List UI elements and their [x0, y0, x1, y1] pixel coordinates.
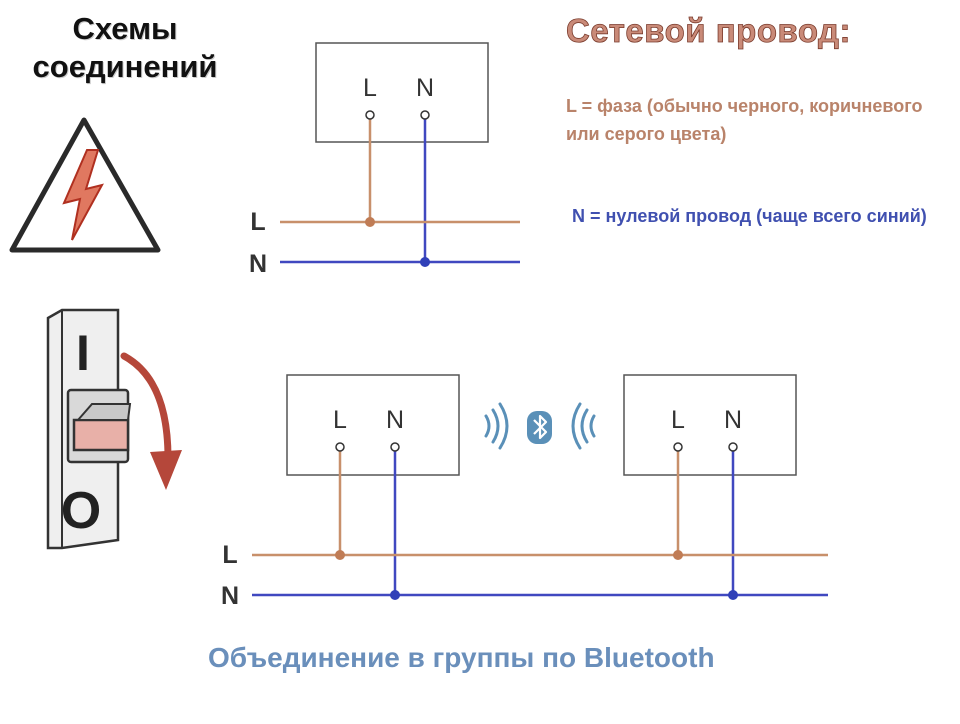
- network-wire-title: Сетевой провод:: [566, 12, 851, 50]
- page-title-line2: соединений: [32, 49, 218, 84]
- br-device-n-label: N: [724, 406, 742, 434]
- bluetooth-group-caption: Объединение в группы по Bluetooth: [208, 642, 715, 673]
- page-title-line1: Схемы: [72, 11, 178, 46]
- circuit-breaker-icon: I O: [46, 308, 132, 550]
- phase-legend: L = фаза (обычно черного, коричневого ил…: [566, 96, 923, 144]
- top-device: L N: [315, 42, 489, 262]
- top-device-n-label: N: [416, 74, 434, 102]
- page-title: Схемы соединений: [0, 10, 250, 86]
- bottom-left-device: L N: [286, 374, 460, 595]
- bottom-bus: L N: [221, 541, 828, 610]
- top-bus-l-label: L: [250, 208, 265, 236]
- bottom-bus-n-label: N: [221, 582, 239, 610]
- top-device-l-label: L: [363, 74, 377, 102]
- bottom-right-device: L N: [623, 374, 797, 595]
- bluetooth-icon: [527, 411, 552, 444]
- wireless-signal-icon: [571, 402, 596, 450]
- high-voltage-warning-icon: [9, 117, 161, 253]
- breaker-off-label: O: [61, 482, 101, 540]
- top-bus-n-label: N: [249, 250, 267, 278]
- neutral-legend: N = нулевой провод (чаще всего синий): [572, 206, 927, 226]
- wireless-signal-icon: [484, 402, 509, 450]
- switch-off-arrow-icon: [120, 352, 182, 490]
- bl-device-l-label: L: [333, 406, 347, 434]
- bl-device-n-label: N: [386, 406, 404, 434]
- br-device-l-label: L: [671, 406, 685, 434]
- bottom-bus-l-label: L: [222, 541, 237, 569]
- top-bus: L N: [249, 208, 520, 278]
- breaker-on-label: I: [76, 325, 90, 381]
